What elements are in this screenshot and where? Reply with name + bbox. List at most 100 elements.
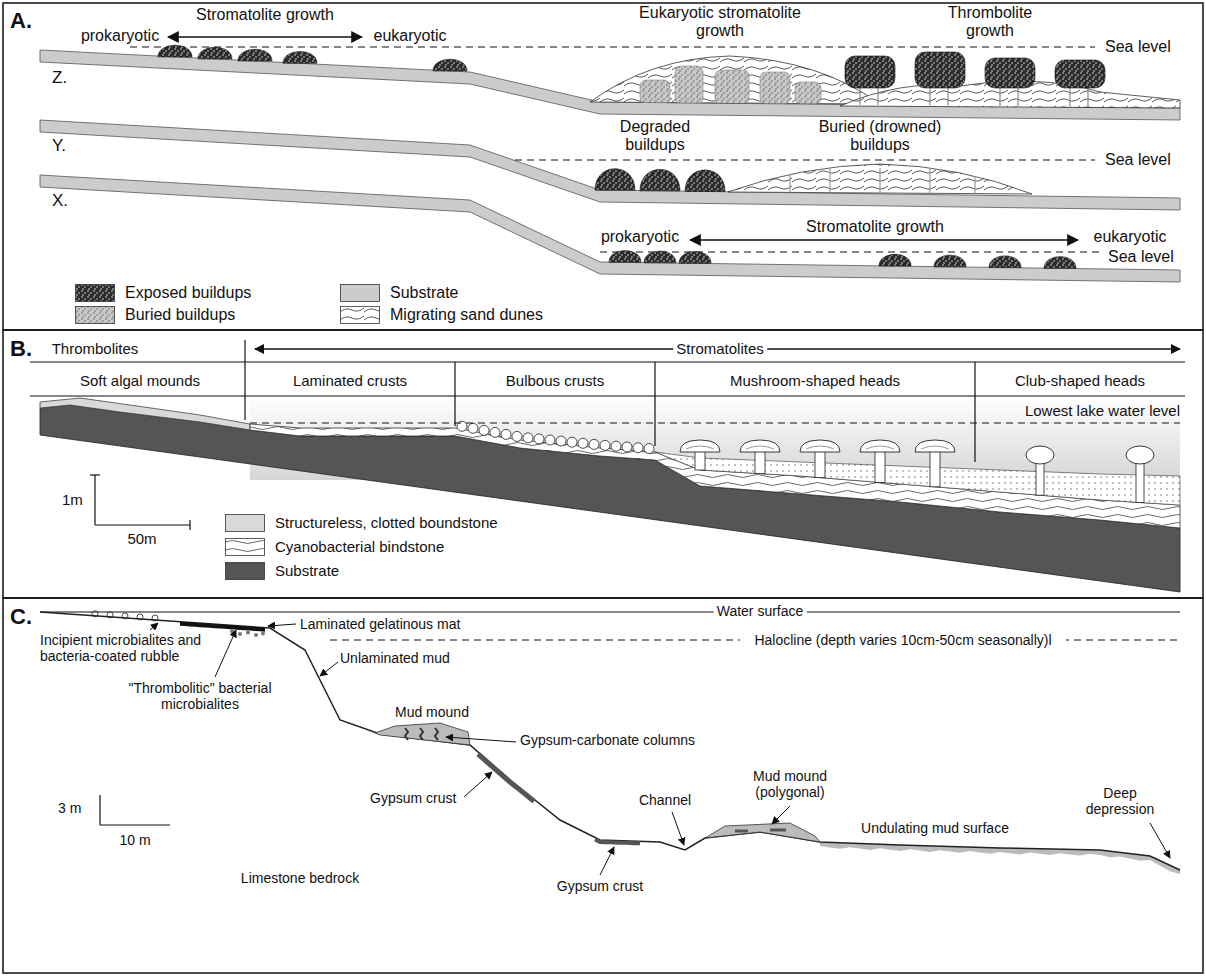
swatch-fill — [226, 539, 265, 556]
label: prokaryotic — [81, 27, 159, 45]
sediment — [655, 452, 1180, 505]
scale-bar — [99, 795, 100, 825]
bulbous-crust — [534, 434, 544, 444]
mushroom-cap — [680, 440, 720, 452]
buried-buildup — [879, 168, 880, 196]
club-head — [1126, 446, 1154, 464]
gelatinous-mat — [180, 622, 265, 632]
sea-level-line — [600, 252, 1100, 253]
label: Laminated gelatinous mat — [300, 616, 460, 632]
bulbous-crust — [567, 437, 577, 447]
gypsum-crust — [735, 830, 748, 833]
mud-mound — [375, 723, 470, 745]
label: Sea level — [1108, 248, 1174, 266]
legend-text: Migrating sand dunes — [390, 306, 543, 324]
club-head — [1026, 446, 1054, 464]
stromatolite-mound — [679, 252, 711, 264]
leader-arrow — [215, 630, 236, 677]
buried-buildup — [640, 80, 670, 104]
gypsum-crust — [595, 840, 640, 844]
thrombolite-buildup — [985, 58, 1035, 88]
label: 10 m — [119, 832, 150, 848]
lamination — [806, 446, 834, 449]
leader-arrow — [446, 737, 516, 742]
growth-arrow — [690, 239, 1078, 241]
soft-algal-mound — [40, 398, 250, 430]
thrombolite-stalk — [1069, 88, 1070, 107]
stromatolite-mound — [644, 251, 676, 263]
label: Thrombolites — [52, 340, 139, 357]
panel-frame — [3, 330, 1203, 598]
scale-bar — [95, 524, 190, 525]
thrombolite-stalk — [929, 88, 930, 105]
mushroom-cap — [740, 440, 780, 452]
legend-item: Migrating sand dunes — [340, 306, 543, 324]
profile-line — [40, 612, 1180, 870]
legend-swatch — [225, 538, 265, 556]
scale-tick — [90, 474, 100, 475]
bulbous-crust — [545, 435, 555, 445]
label: C. — [10, 604, 32, 629]
substrate — [40, 405, 1180, 592]
mud-mound — [705, 823, 820, 842]
label: "Thrombolitic" bacterial microbialites — [125, 680, 275, 712]
leader-arrow — [268, 624, 296, 626]
legend-item: Buried buildups — [75, 306, 235, 324]
legend-text: Structureless, clotted boundstone — [275, 514, 498, 531]
label: Lowest lake water level — [1025, 402, 1180, 419]
stromatolite-mound — [1044, 257, 1076, 269]
label: Undulating mud surface — [861, 820, 1009, 836]
buried-buildup — [829, 168, 830, 196]
label: Halocline (depth varies 10cm-50cm season… — [740, 632, 1066, 648]
thrombolite-buildup — [915, 52, 965, 88]
incipient-microbialite — [137, 614, 143, 620]
leader-arrow — [600, 847, 614, 875]
label: Laminated crusts — [293, 372, 407, 389]
stromatolite-mound — [433, 59, 467, 71]
bulbous-crust — [622, 442, 632, 452]
thrombolitic-clot — [230, 629, 234, 633]
label: 1m — [62, 491, 83, 508]
label: eukaryotic — [374, 27, 447, 45]
bulbous-crust — [479, 425, 489, 435]
mushroom-stem — [875, 448, 885, 482]
buried-buildup — [675, 66, 703, 104]
label: Limestone bedrock — [241, 870, 359, 886]
zone-divider — [654, 362, 655, 446]
lamination — [921, 446, 949, 449]
bulbous-crust — [578, 438, 588, 448]
thrombolite-stalk — [999, 88, 1000, 106]
bulbous-crust — [633, 443, 643, 453]
stromatolite-mound — [238, 49, 272, 61]
bulbous-crust — [490, 427, 500, 437]
thrombolite-stalk — [877, 88, 878, 105]
leader-arrow — [464, 772, 492, 797]
incipient-microbialite — [107, 612, 113, 618]
label: Channel — [639, 792, 691, 808]
water-surface-line — [40, 611, 1180, 612]
leader-arrow — [772, 806, 790, 824]
leader-arrow — [150, 623, 158, 630]
lamination — [686, 446, 714, 449]
legend-swatch — [75, 284, 115, 302]
thrombolite-buildup — [845, 56, 895, 88]
legend-swatch — [75, 306, 115, 324]
bulbous-crust — [523, 433, 533, 443]
label: Club-shaped heads — [1015, 372, 1145, 389]
legend-text: Substrate — [275, 562, 339, 579]
thrombolitic-clot — [238, 632, 242, 636]
bulbous-crust — [468, 423, 478, 433]
label: Stromatolite growth — [806, 218, 944, 236]
zone-divider — [244, 340, 245, 420]
lamination — [746, 446, 774, 449]
label: Incipient microbialites and bacteria-coa… — [40, 632, 220, 664]
scale-tick — [189, 520, 190, 530]
sea-level-line — [130, 47, 1095, 48]
label: B. — [10, 336, 32, 361]
sand-dune — [590, 56, 880, 104]
legend-swatch — [340, 284, 380, 302]
label: Mud mound (polygonal) — [735, 768, 845, 800]
label: Buried (drowned) buildups — [810, 118, 950, 155]
label: Gypsum crust — [557, 878, 643, 894]
mushroom-cap — [800, 440, 840, 452]
